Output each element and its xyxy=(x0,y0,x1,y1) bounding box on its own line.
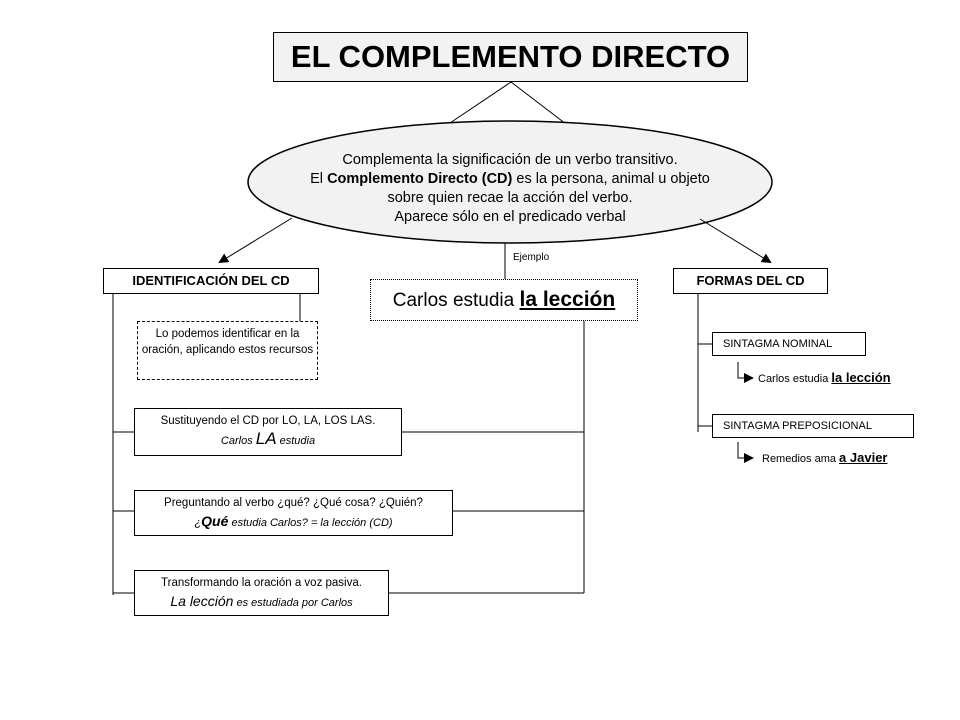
method-question-example: ¿Qué estudia Carlos? = la lección (CD) xyxy=(194,513,393,529)
method-substitution: Sustituyendo el CD por LO, LA, LOS LAS. … xyxy=(134,408,402,456)
ejemplo-label: Ejemplo xyxy=(513,252,550,263)
method-substitution-text: Sustituyendo el CD por LO, LA, LOS LAS. xyxy=(160,415,376,427)
definition-line-1: Complementa la significación de un verbo… xyxy=(342,152,678,168)
method-passive-text: Transformando la oración a voz pasiva. xyxy=(161,577,362,589)
identificacion-intro: Lo podemos identificar en la oración, ap… xyxy=(137,321,318,380)
method-substitution-example: Carlos LA estudia xyxy=(220,429,316,448)
forma-preposicional-example: Remedios ama a Javier xyxy=(762,450,888,465)
identificacion-header: IDENTIFICACIÓN DEL CD xyxy=(103,268,319,294)
forma-sintagma-nominal: SINTAGMA NOMINAL xyxy=(712,332,866,356)
formas-header: FORMAS DEL CD xyxy=(673,268,828,294)
definition-ellipse xyxy=(247,120,773,244)
example-box: Carlos estudia la lección xyxy=(370,279,638,321)
example-cd: la lección xyxy=(519,288,616,311)
page-title: EL COMPLEMENTO DIRECTO xyxy=(273,32,748,82)
forma-sintagma-preposicional: SINTAGMA PREPOSICIONAL xyxy=(712,414,914,438)
definition-line-4: Aparece sólo en el predicado verbal xyxy=(394,209,626,225)
example-prefix: Carlos estudia xyxy=(392,290,520,311)
method-question: Preguntando al verbo ¿qué? ¿Qué cosa? ¿Q… xyxy=(134,490,453,536)
definition-text: Complementa la significación de un verbo… xyxy=(270,151,750,227)
method-passive: Transformando la oración a voz pasiva. L… xyxy=(134,570,389,616)
definition-bold-term: Complemento Directo (CD) xyxy=(327,171,513,187)
method-passive-example: La lección es estudiada por Carlos xyxy=(170,593,353,609)
definition-line-3: sobre quien recae la acción del verbo. xyxy=(387,190,633,206)
method-question-text: Preguntando al verbo ¿qué? ¿Qué cosa? ¿Q… xyxy=(164,497,423,509)
forma-nominal-example: Carlos estudia la lección xyxy=(758,370,891,385)
definition-line-2: El Complemento Directo (CD) es la person… xyxy=(310,171,710,187)
